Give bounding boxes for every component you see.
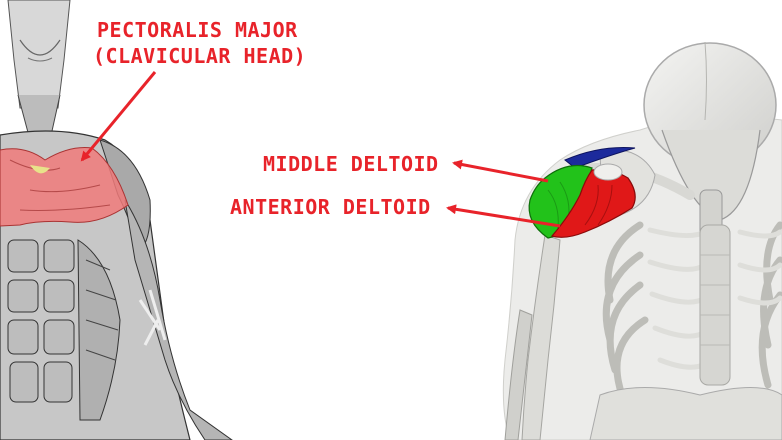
pectoralis-label-line2: (CLAVICULAR HEAD) <box>93 44 307 68</box>
anterior-deltoid <box>550 169 636 238</box>
muscle-figure <box>0 0 233 440</box>
anterior-deltoid-arrow <box>446 204 561 228</box>
pectoralis-arrow <box>80 71 157 162</box>
middle-deltoid-label: MIDDLE DELTOID <box>263 152 439 176</box>
anterior-deltoid-label: ANTERIOR DELTOID <box>230 195 431 219</box>
skeleton-figure <box>502 41 782 440</box>
posterior-deltoid <box>564 147 636 169</box>
pectoralis-label-line1: PECTORALIS MAJOR <box>97 18 298 42</box>
middle-deltoid-arrow <box>452 159 549 183</box>
